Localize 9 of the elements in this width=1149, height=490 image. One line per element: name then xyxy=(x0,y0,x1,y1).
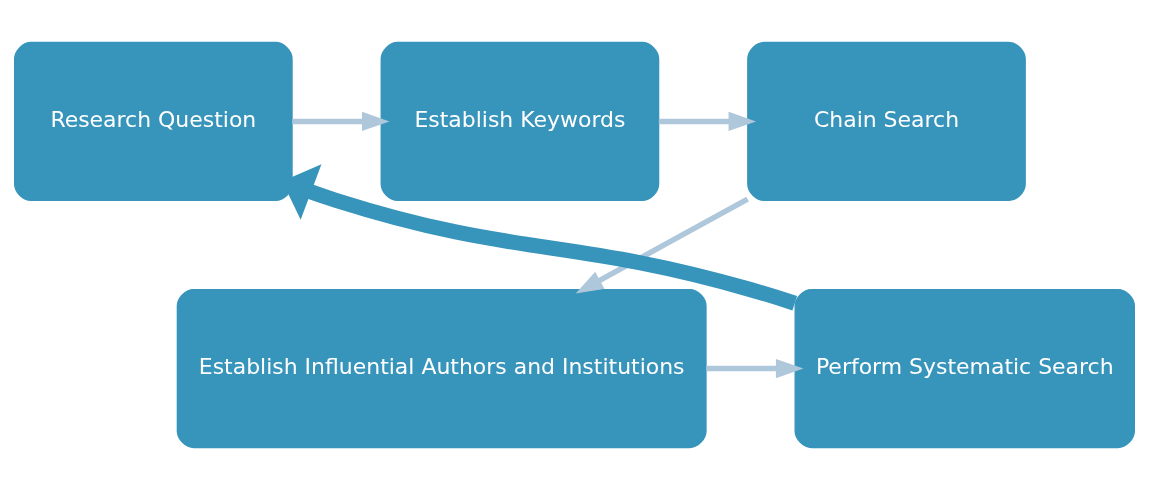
arrow xyxy=(706,358,804,379)
arrow xyxy=(292,111,390,132)
node-box: Perform Systematic Search xyxy=(794,288,1135,449)
node-box: Establish Keywords xyxy=(380,41,660,202)
arrow xyxy=(658,111,757,132)
node-box: Research Question xyxy=(14,41,293,202)
node-box: Establish Influential Authors and Institutions xyxy=(176,288,707,449)
arrow xyxy=(575,196,749,294)
node-box: Chain Search xyxy=(747,41,1026,202)
